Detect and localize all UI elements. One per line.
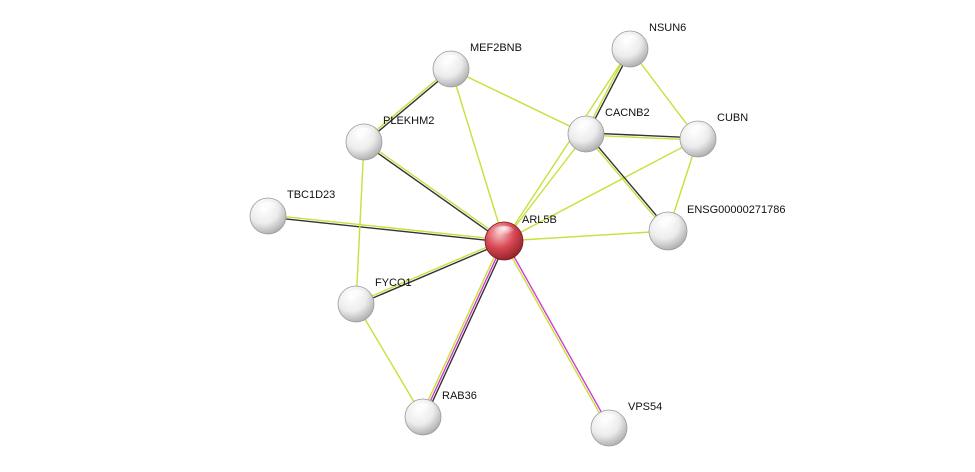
- edge-line-coexpression: [586, 132, 699, 139]
- node-rab36[interactable]: RAB36: [404, 390, 477, 436]
- edge-line-coexpression: [267, 216, 504, 243]
- edge-MEF2BNB-CACNB2[interactable]: [450, 68, 587, 135]
- node-label: TBC1D23: [287, 189, 335, 201]
- edges-layer: [267, 48, 699, 429]
- node-mef2bnb[interactable]: MEF2BNB: [432, 42, 522, 88]
- node-highlight: [345, 289, 367, 303]
- edge-line-textmining: [450, 68, 505, 242]
- edge-line-textmining: [450, 68, 587, 135]
- node-label: FYCO1: [375, 277, 412, 289]
- node-label: MEF2BNB: [470, 42, 522, 54]
- node-nsun6[interactable]: NSUN6: [611, 22, 686, 68]
- edge-ARL5B-CACNB2[interactable]: [503, 133, 587, 242]
- node-highlight: [656, 215, 680, 230]
- edge-line-coexpression: [364, 69, 453, 144]
- edge-line-coexpression: [424, 241, 507, 419]
- node-vps54[interactable]: VPS54: [590, 401, 662, 447]
- node-plekhm2[interactable]: PLEKHM2: [345, 115, 434, 161]
- node-label: ENSG00000271786: [687, 204, 785, 216]
- edge-ARL5B-NSUN6[interactable]: [503, 48, 631, 242]
- edge-ARL5B-TBC1D23[interactable]: [267, 214, 505, 243]
- node-highlight: [687, 124, 709, 138]
- edge-line-textmining: [584, 134, 668, 233]
- edge-line-textmining: [364, 140, 506, 241]
- edge-NSUN6-CUBN[interactable]: [629, 48, 699, 140]
- edge-line-textmining: [585, 134, 698, 141]
- edge-ARL5B-VPS54[interactable]: [502, 240, 611, 429]
- node-tbc1d23[interactable]: TBC1D23: [249, 189, 335, 235]
- edge-CACNB2-CUBN[interactable]: [585, 132, 699, 141]
- edge-line-textmining: [268, 214, 505, 241]
- node-highlight: [257, 201, 279, 215]
- node-label: VPS54: [628, 401, 662, 413]
- node-highlight: [619, 34, 641, 48]
- node-label: NSUN6: [649, 22, 686, 34]
- node-highlight: [492, 225, 516, 240]
- node-highlight: [575, 119, 597, 133]
- edge-line-textmining: [362, 67, 451, 142]
- node-highlight: [353, 127, 375, 141]
- edge-PLEKHM2-FYCO1[interactable]: [355, 141, 365, 305]
- edge-line-textmining: [629, 48, 699, 140]
- edge-line-textmining: [420, 239, 503, 417]
- node-highlight: [440, 54, 462, 68]
- node-label: ARL5B: [522, 214, 557, 226]
- edge-line-textmining: [355, 141, 365, 305]
- edge-line-textmining: [503, 138, 699, 242]
- edge-line-experiments: [504, 240, 611, 428]
- edge-MEF2BNB-PLEKHM2[interactable]: [362, 67, 453, 144]
- edge-CACNB2-ENSG00000271786[interactable]: [584, 132, 670, 233]
- node-ensg00000271786[interactable]: ENSG00000271786: [648, 204, 785, 251]
- edge-ARL5B-ENSG00000271786[interactable]: [503, 230, 669, 242]
- edge-line-textmining: [502, 241, 609, 429]
- edge-line-coexpression: [362, 142, 504, 243]
- node-arl5b[interactable]: ARL5B: [484, 214, 557, 261]
- node-highlight: [412, 402, 434, 416]
- edge-line-coexpression: [356, 241, 505, 306]
- edge-line-coexpression: [586, 132, 670, 231]
- edge-line-textmining: [355, 239, 504, 304]
- edge-ARL5B-MEF2BNB[interactable]: [450, 68, 505, 242]
- edge-ARL5B-FYCO1[interactable]: [355, 239, 505, 306]
- edge-FYCO1-RAB36[interactable]: [355, 303, 424, 418]
- edge-line-textmining: [503, 48, 631, 242]
- node-label: PLEKHM2: [383, 115, 434, 127]
- node-label: CUBN: [717, 112, 748, 124]
- edge-line-textmining: [355, 303, 424, 418]
- node-highlight: [598, 413, 620, 427]
- edge-ARL5B-RAB36[interactable]: [420, 239, 507, 419]
- node-cacnb2[interactable]: CACNB2: [567, 107, 650, 153]
- edge-line-textmining: [503, 133, 587, 242]
- edge-line-textmining: [503, 230, 669, 242]
- node-label: CACNB2: [605, 107, 650, 119]
- edge-ARL5B-PLEKHM2[interactable]: [362, 140, 506, 243]
- edge-line-experiments: [422, 240, 505, 418]
- node-fyco1[interactable]: FYCO1: [337, 277, 412, 323]
- node-label: RAB36: [442, 390, 477, 402]
- edge-ARL5B-CUBN[interactable]: [503, 138, 699, 242]
- node-cubn[interactable]: CUBN: [679, 112, 748, 158]
